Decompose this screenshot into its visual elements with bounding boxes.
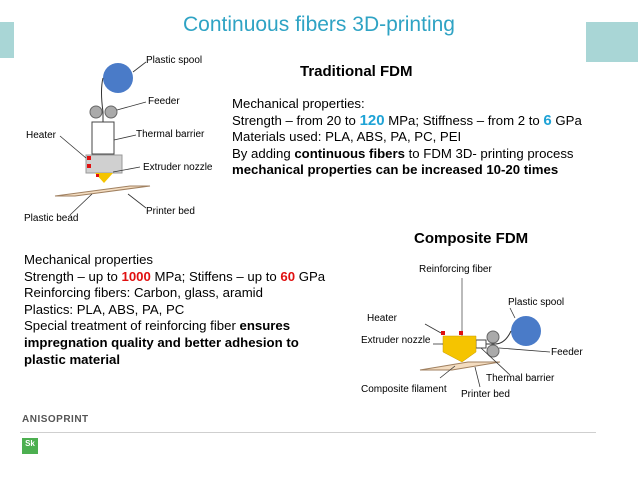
footer-divider xyxy=(20,432,596,433)
composite-line-6: impregnation quality and better adhesion… xyxy=(24,334,299,350)
composite-line-3: Reinforcing fibers: Carbon, glass, arami… xyxy=(24,285,263,301)
label-composite-filament: Composite filament xyxy=(361,384,447,395)
heater-mark-2 xyxy=(87,164,91,168)
leader-bed xyxy=(127,193,147,209)
c-leader-barrier xyxy=(480,347,511,376)
composite-filament-line xyxy=(470,330,512,345)
leader-spool xyxy=(132,61,147,73)
heater-block-shape xyxy=(85,154,123,174)
composite-fdm-heading: Composite FDM xyxy=(414,230,529,247)
strength-value-1000: 1000 xyxy=(121,268,151,284)
stiffness-value-6: 6 xyxy=(543,111,552,129)
traditional-fdm-diagram xyxy=(54,61,151,216)
composite-line-1: Mechanical properties xyxy=(24,252,154,267)
label-composite-extruder-nozzle: Extruder nozzle xyxy=(361,335,431,346)
label-heater: Heater xyxy=(26,130,57,141)
composite-nozzle-shape xyxy=(442,335,477,363)
label-composite-plastic-spool: Plastic spool xyxy=(508,297,565,308)
leader-barrier xyxy=(113,134,137,141)
label-extruder-nozzle: Extruder nozzle xyxy=(143,162,213,173)
label-plastic-bead: Plastic bead xyxy=(24,213,79,224)
composite-feeder-roller-bottom xyxy=(486,344,500,358)
label-printer-bed: Printer bed xyxy=(146,206,195,217)
heater-mark-1 xyxy=(87,156,91,160)
plastic-spool-shape xyxy=(103,63,133,93)
traditional-line-2: Strength – from 20 to 120 MPa; Stiffness… xyxy=(232,111,582,129)
sk-badge: Sk xyxy=(22,438,38,454)
composite-printer-bed-shape xyxy=(419,361,501,371)
composite-heater-mark-2 xyxy=(459,331,463,335)
traditional-line-5: mechanical properties can be increased 1… xyxy=(232,162,559,178)
feeder-roller-left xyxy=(89,105,103,119)
composite-line-2: Strength – up to 1000 MPa; Stiffens – up… xyxy=(24,268,326,284)
printer-bed-shape xyxy=(54,185,151,197)
c-leader-spool xyxy=(509,307,516,319)
c-leader-filament xyxy=(439,365,456,379)
composite-text-block: Mechanical properties Strength – up to 1… xyxy=(24,252,325,368)
extruder-nozzle-shape xyxy=(95,173,113,183)
composite-thermal-barrier-shape xyxy=(475,339,487,349)
label-composite-printer-bed: Printer bed xyxy=(461,389,510,400)
label-composite-thermal-barrier: Thermal barrier xyxy=(486,373,555,384)
anisoprint-logo: ANISOPRINT xyxy=(22,414,89,425)
strength-value-120: 120 xyxy=(359,111,385,129)
page-title: Continuous fibers 3D-printing xyxy=(183,13,455,36)
c-leader-bed xyxy=(474,366,481,388)
c-leader-heater xyxy=(424,323,442,334)
traditional-fdm-heading: Traditional FDM xyxy=(300,63,413,80)
composite-line-5: Special treatment of reinforcing fiber e… xyxy=(24,318,291,334)
leader-heater xyxy=(59,135,87,159)
leader-feeder xyxy=(116,101,147,111)
composite-line-4: Plastics: PLA, ABS, PA, PC xyxy=(24,301,185,317)
composite-line-7: plastic material xyxy=(24,351,121,367)
composite-feeder-roller-top xyxy=(486,330,500,344)
label-reinforcing-fiber: Reinforcing fiber xyxy=(419,264,492,275)
decorative-bar-left xyxy=(0,22,14,58)
label-thermal-barrier: Thermal barrier xyxy=(136,129,205,140)
leader-nozzle xyxy=(112,166,141,173)
label-composite-heater: Heater xyxy=(367,313,398,324)
stiffness-value-60: 60 xyxy=(280,268,296,284)
composite-heater-mark-1 xyxy=(441,331,445,335)
composite-fdm-diagram xyxy=(419,278,551,388)
feeder-roller-right xyxy=(104,105,118,119)
filament-line xyxy=(101,77,104,152)
label-feeder: Feeder xyxy=(148,96,180,107)
decorative-bar-right xyxy=(586,22,638,62)
traditional-line-3: Materials used: PLA, ABS, PA, PC, PEI xyxy=(232,129,462,145)
traditional-text-block: Mechanical properties: Strength – from 2… xyxy=(232,96,582,179)
c-leader-feeder xyxy=(498,347,551,353)
label-plastic-spool: Plastic spool xyxy=(146,55,203,66)
traditional-line-4: By adding continuous fibers to FDM 3D- p… xyxy=(232,145,574,161)
traditional-line-1: Mechanical properties: xyxy=(232,96,365,111)
nozzle-mark xyxy=(96,174,99,177)
label-composite-feeder: Feeder xyxy=(551,347,583,358)
leader-bead xyxy=(69,193,93,216)
composite-spool-shape xyxy=(511,316,541,346)
thermal-barrier-shape xyxy=(91,121,115,155)
